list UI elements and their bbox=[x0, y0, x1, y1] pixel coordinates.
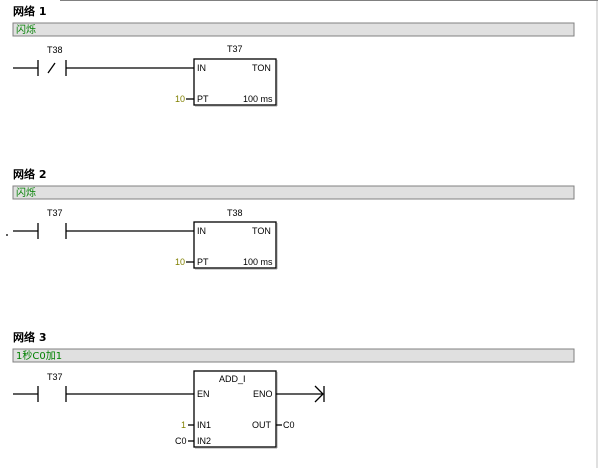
network-comment[interactable]: 1秒C0加1 bbox=[16, 349, 62, 362]
pt-value[interactable]: 10 bbox=[175, 94, 185, 104]
pt-pin-label: PT bbox=[197, 94, 209, 104]
in-pin-label: IN bbox=[197, 226, 206, 236]
contact-nc[interactable]: T38 bbox=[13, 45, 67, 76]
timer-name: T37 bbox=[227, 44, 243, 54]
network-2[interactable]: 网络 2 闪烁 T37 T38 IN TON PT 100 ms 10 bbox=[6, 167, 575, 270]
contact-label: T38 bbox=[47, 45, 63, 55]
cursor-marker bbox=[6, 234, 8, 236]
network-1[interactable]: 网络 1 闪烁 T38 T37 IN TON PT 100 ms 10 bbox=[12, 4, 575, 107]
timer-resolution: 100 ms bbox=[243, 94, 273, 104]
block-name: ADD_I bbox=[219, 374, 246, 384]
contact-label: T37 bbox=[47, 208, 63, 218]
in2-value[interactable]: C0 bbox=[175, 436, 187, 446]
timer-resolution: 100 ms bbox=[243, 257, 273, 267]
contact-label: T37 bbox=[47, 372, 63, 382]
in1-value[interactable]: 1 bbox=[181, 420, 186, 430]
network-comment-bar[interactable] bbox=[12, 22, 575, 37]
timer-name: T38 bbox=[227, 208, 243, 218]
contact-no[interactable]: T37 bbox=[13, 208, 67, 239]
in2-pin-label: IN2 bbox=[197, 436, 211, 446]
network-comment-bar[interactable] bbox=[12, 348, 575, 363]
network-3[interactable]: 网络 3 1秒C0加1 T37 ADD_I EN ENO IN1 IN2 OUT… bbox=[12, 330, 575, 449]
out-pin-label: OUT bbox=[252, 420, 272, 430]
contact-no[interactable]: T37 bbox=[13, 372, 67, 402]
add-block[interactable]: ADD_I EN ENO IN1 IN2 OUT 1 C0 C0 bbox=[175, 370, 295, 449]
network-title[interactable]: 网络 1 bbox=[13, 4, 46, 18]
out-value[interactable]: C0 bbox=[283, 420, 295, 430]
in1-pin-label: IN1 bbox=[197, 420, 211, 430]
pt-pin-label: PT bbox=[197, 257, 209, 267]
en-pin-label: EN bbox=[197, 389, 210, 399]
timer-type: TON bbox=[252, 63, 271, 73]
timer-block[interactable]: T37 IN TON PT 100 ms 10 bbox=[175, 44, 278, 107]
eno-pin-label: ENO bbox=[253, 389, 273, 399]
network-comment[interactable]: 闪烁 bbox=[16, 23, 36, 36]
nc-slash-icon bbox=[47, 62, 56, 74]
arrow-right-icon bbox=[314, 385, 324, 403]
in-pin-label: IN bbox=[197, 63, 206, 73]
network-comment[interactable]: 闪烁 bbox=[16, 186, 36, 199]
network-comment-bar[interactable] bbox=[12, 185, 575, 200]
network-title[interactable]: 网络 2 bbox=[13, 167, 46, 181]
pt-value[interactable]: 10 bbox=[175, 257, 185, 267]
timer-type: TON bbox=[252, 226, 271, 236]
network-title[interactable]: 网络 3 bbox=[13, 330, 46, 344]
timer-block[interactable]: T38 IN TON PT 100 ms 10 bbox=[175, 208, 278, 270]
